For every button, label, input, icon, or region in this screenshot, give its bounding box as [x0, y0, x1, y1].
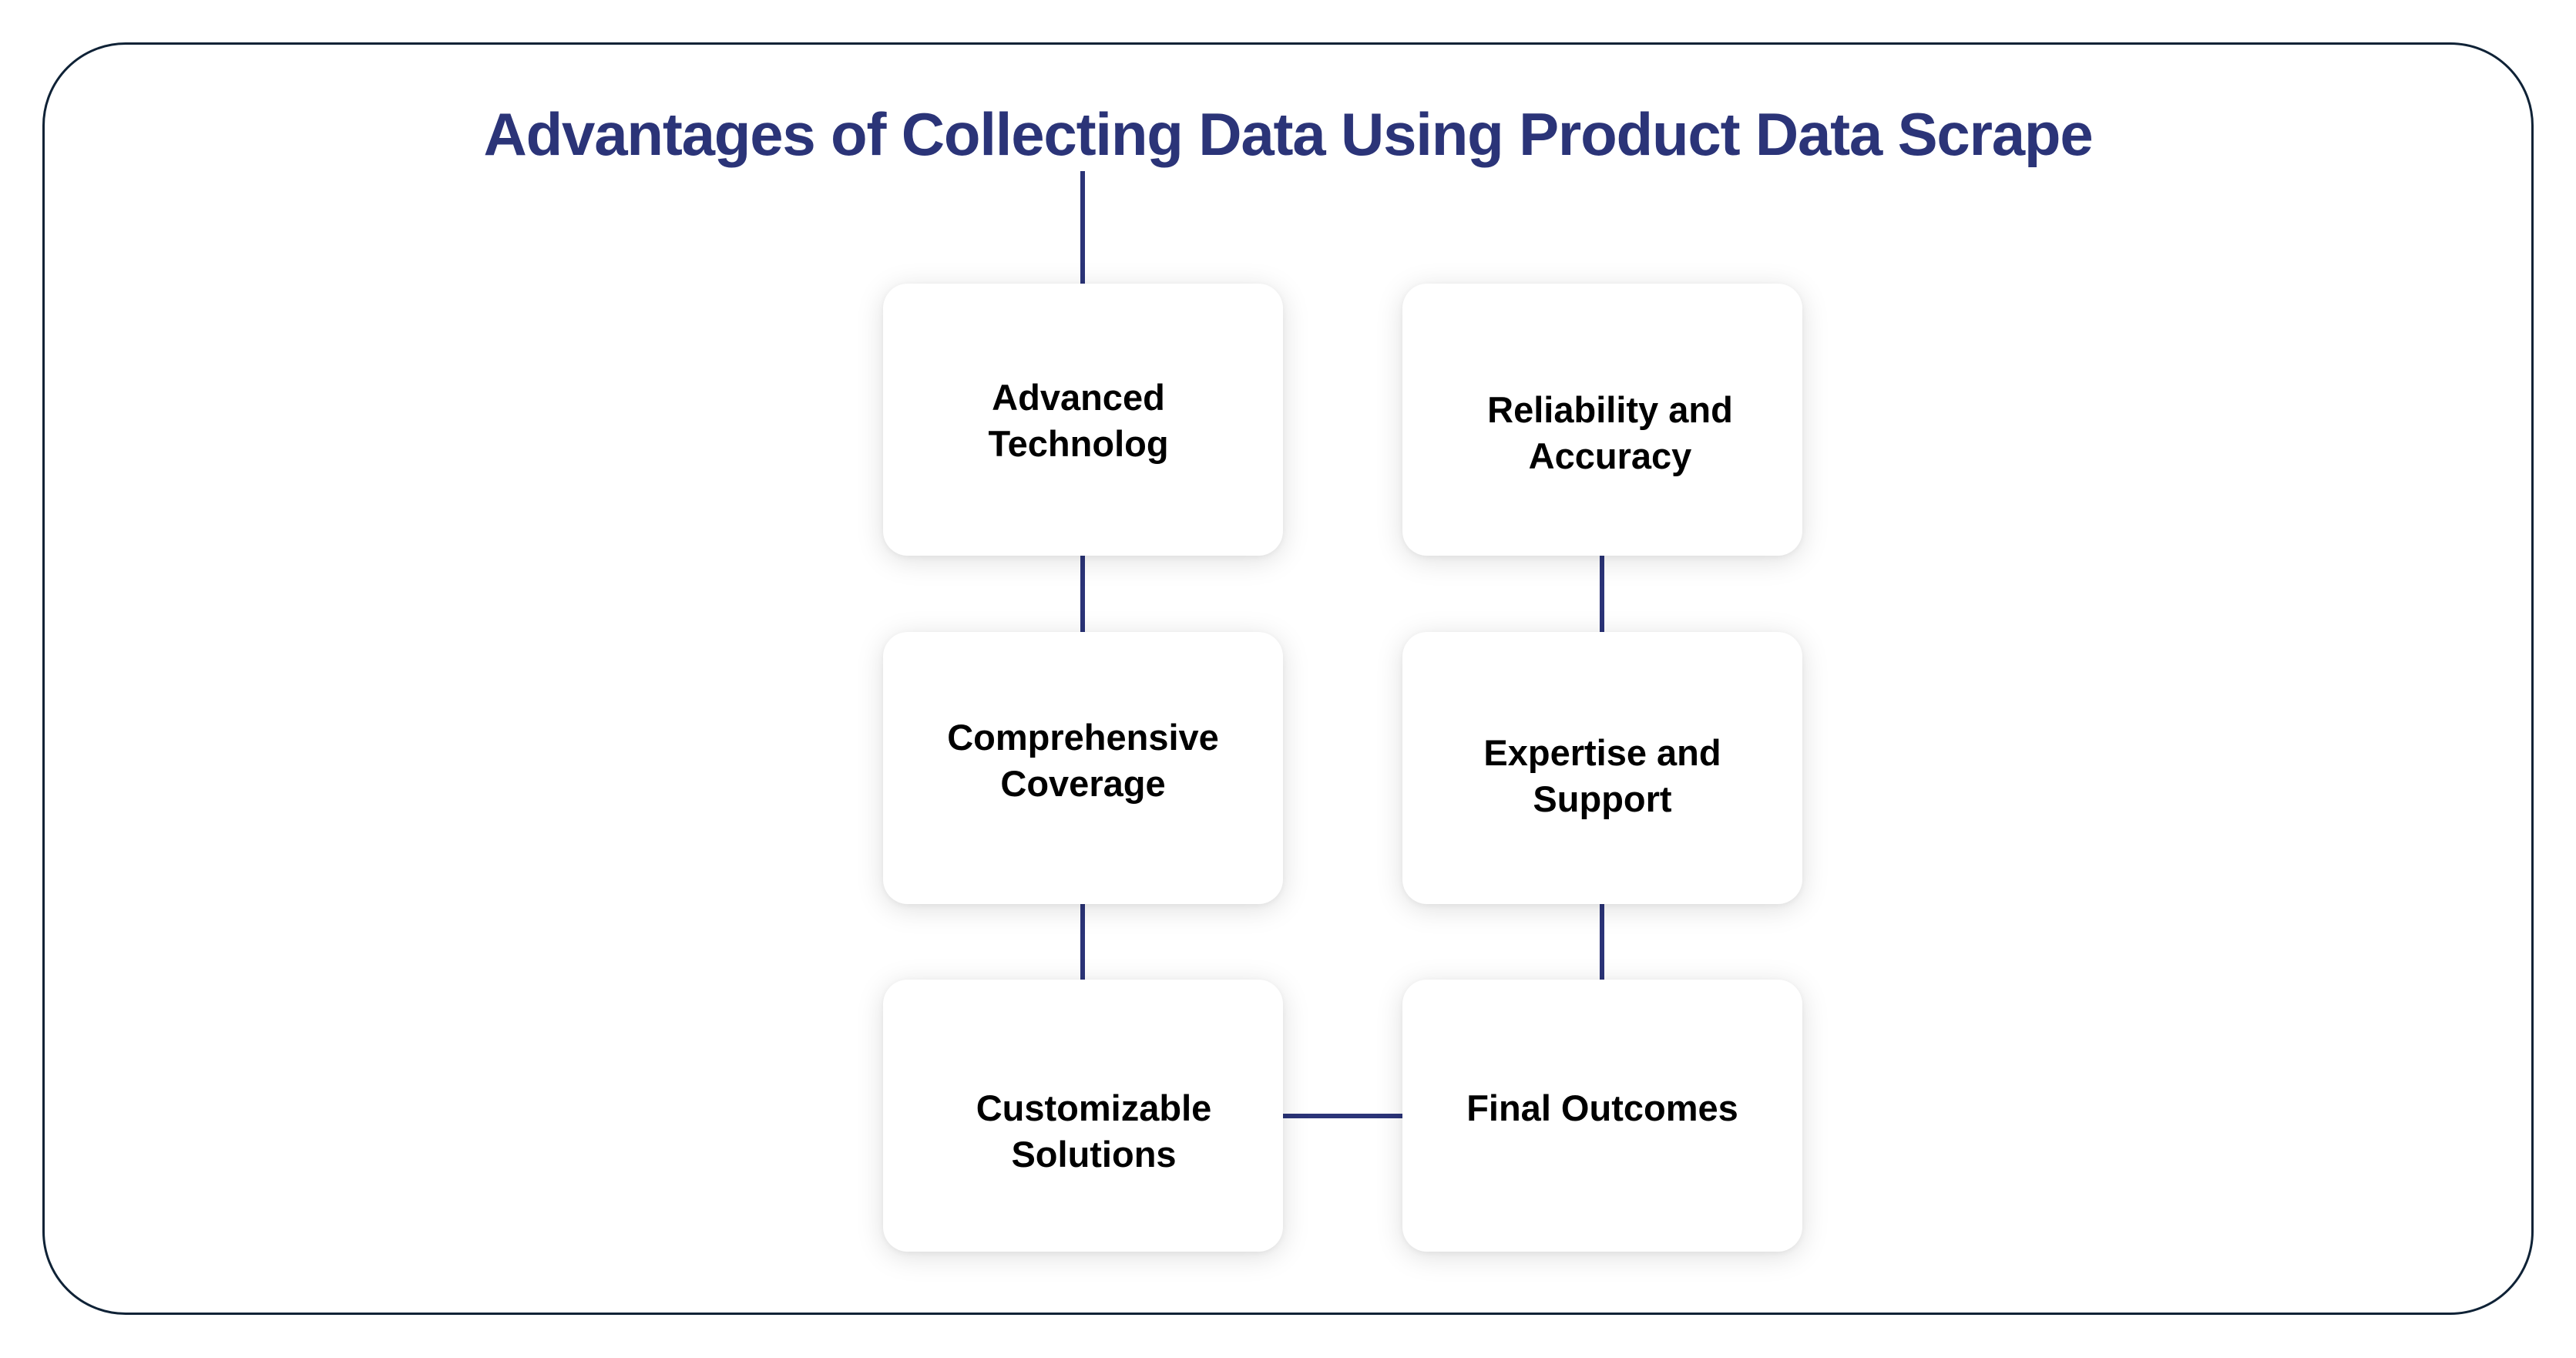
card-reliability-accuracy: Reliability and Accuracy: [1402, 284, 1802, 556]
card-expertise-support: Expertise and Support: [1402, 632, 1802, 904]
connector-title-to-advanced-technology: [1080, 171, 1085, 284]
card-final-outcomes: Final Outcomes: [1402, 980, 1802, 1252]
card-customizable-solutions: Customizable Solutions: [883, 980, 1283, 1252]
card-label-line: Comprehensive: [947, 717, 1219, 758]
connector-comprehensive-coverage-to-customizable-solutions: [1080, 904, 1085, 980]
card-label: Customizable Solutions: [894, 1085, 1294, 1178]
card-label-line: Technolog: [988, 423, 1169, 464]
card-label: Final Outcomes: [1402, 1085, 1802, 1131]
card-label-line: Support: [1533, 778, 1672, 819]
card-comprehensive-coverage: Comprehensive Coverage: [883, 632, 1283, 904]
card-label: Expertise and Support: [1402, 730, 1802, 822]
card-label-line: Advanced: [992, 377, 1165, 418]
card-advanced-technology: Advanced Technolog: [883, 284, 1283, 556]
card-label-line: Expertise and: [1483, 732, 1721, 773]
connector-reliability-accuracy-to-expertise-support: [1600, 556, 1604, 632]
card-label-line: Reliability and: [1487, 389, 1733, 430]
connector-expertise-support-to-final-outcomes: [1600, 904, 1604, 980]
card-label: Comprehensive Coverage: [883, 714, 1283, 807]
card-label: Reliability and Accuracy: [1410, 387, 1810, 479]
card-label-line: Customizable: [976, 1087, 1212, 1128]
card-label-line: Final Outcomes: [1466, 1087, 1738, 1128]
connector-advanced-technology-to-comprehensive-coverage: [1080, 556, 1085, 632]
diagram-title: Advantages of Collecting Data Using Prod…: [483, 100, 2093, 168]
card-label-line: Accuracy: [1528, 435, 1692, 476]
card-label: Advanced Technolog: [878, 375, 1278, 467]
card-label-line: Solutions: [1011, 1134, 1177, 1175]
card-label-line: Coverage: [1000, 763, 1166, 804]
connector-customizable-solutions-to-final-outcomes: [1283, 1114, 1402, 1118]
diagram-frame: [42, 42, 2534, 1315]
